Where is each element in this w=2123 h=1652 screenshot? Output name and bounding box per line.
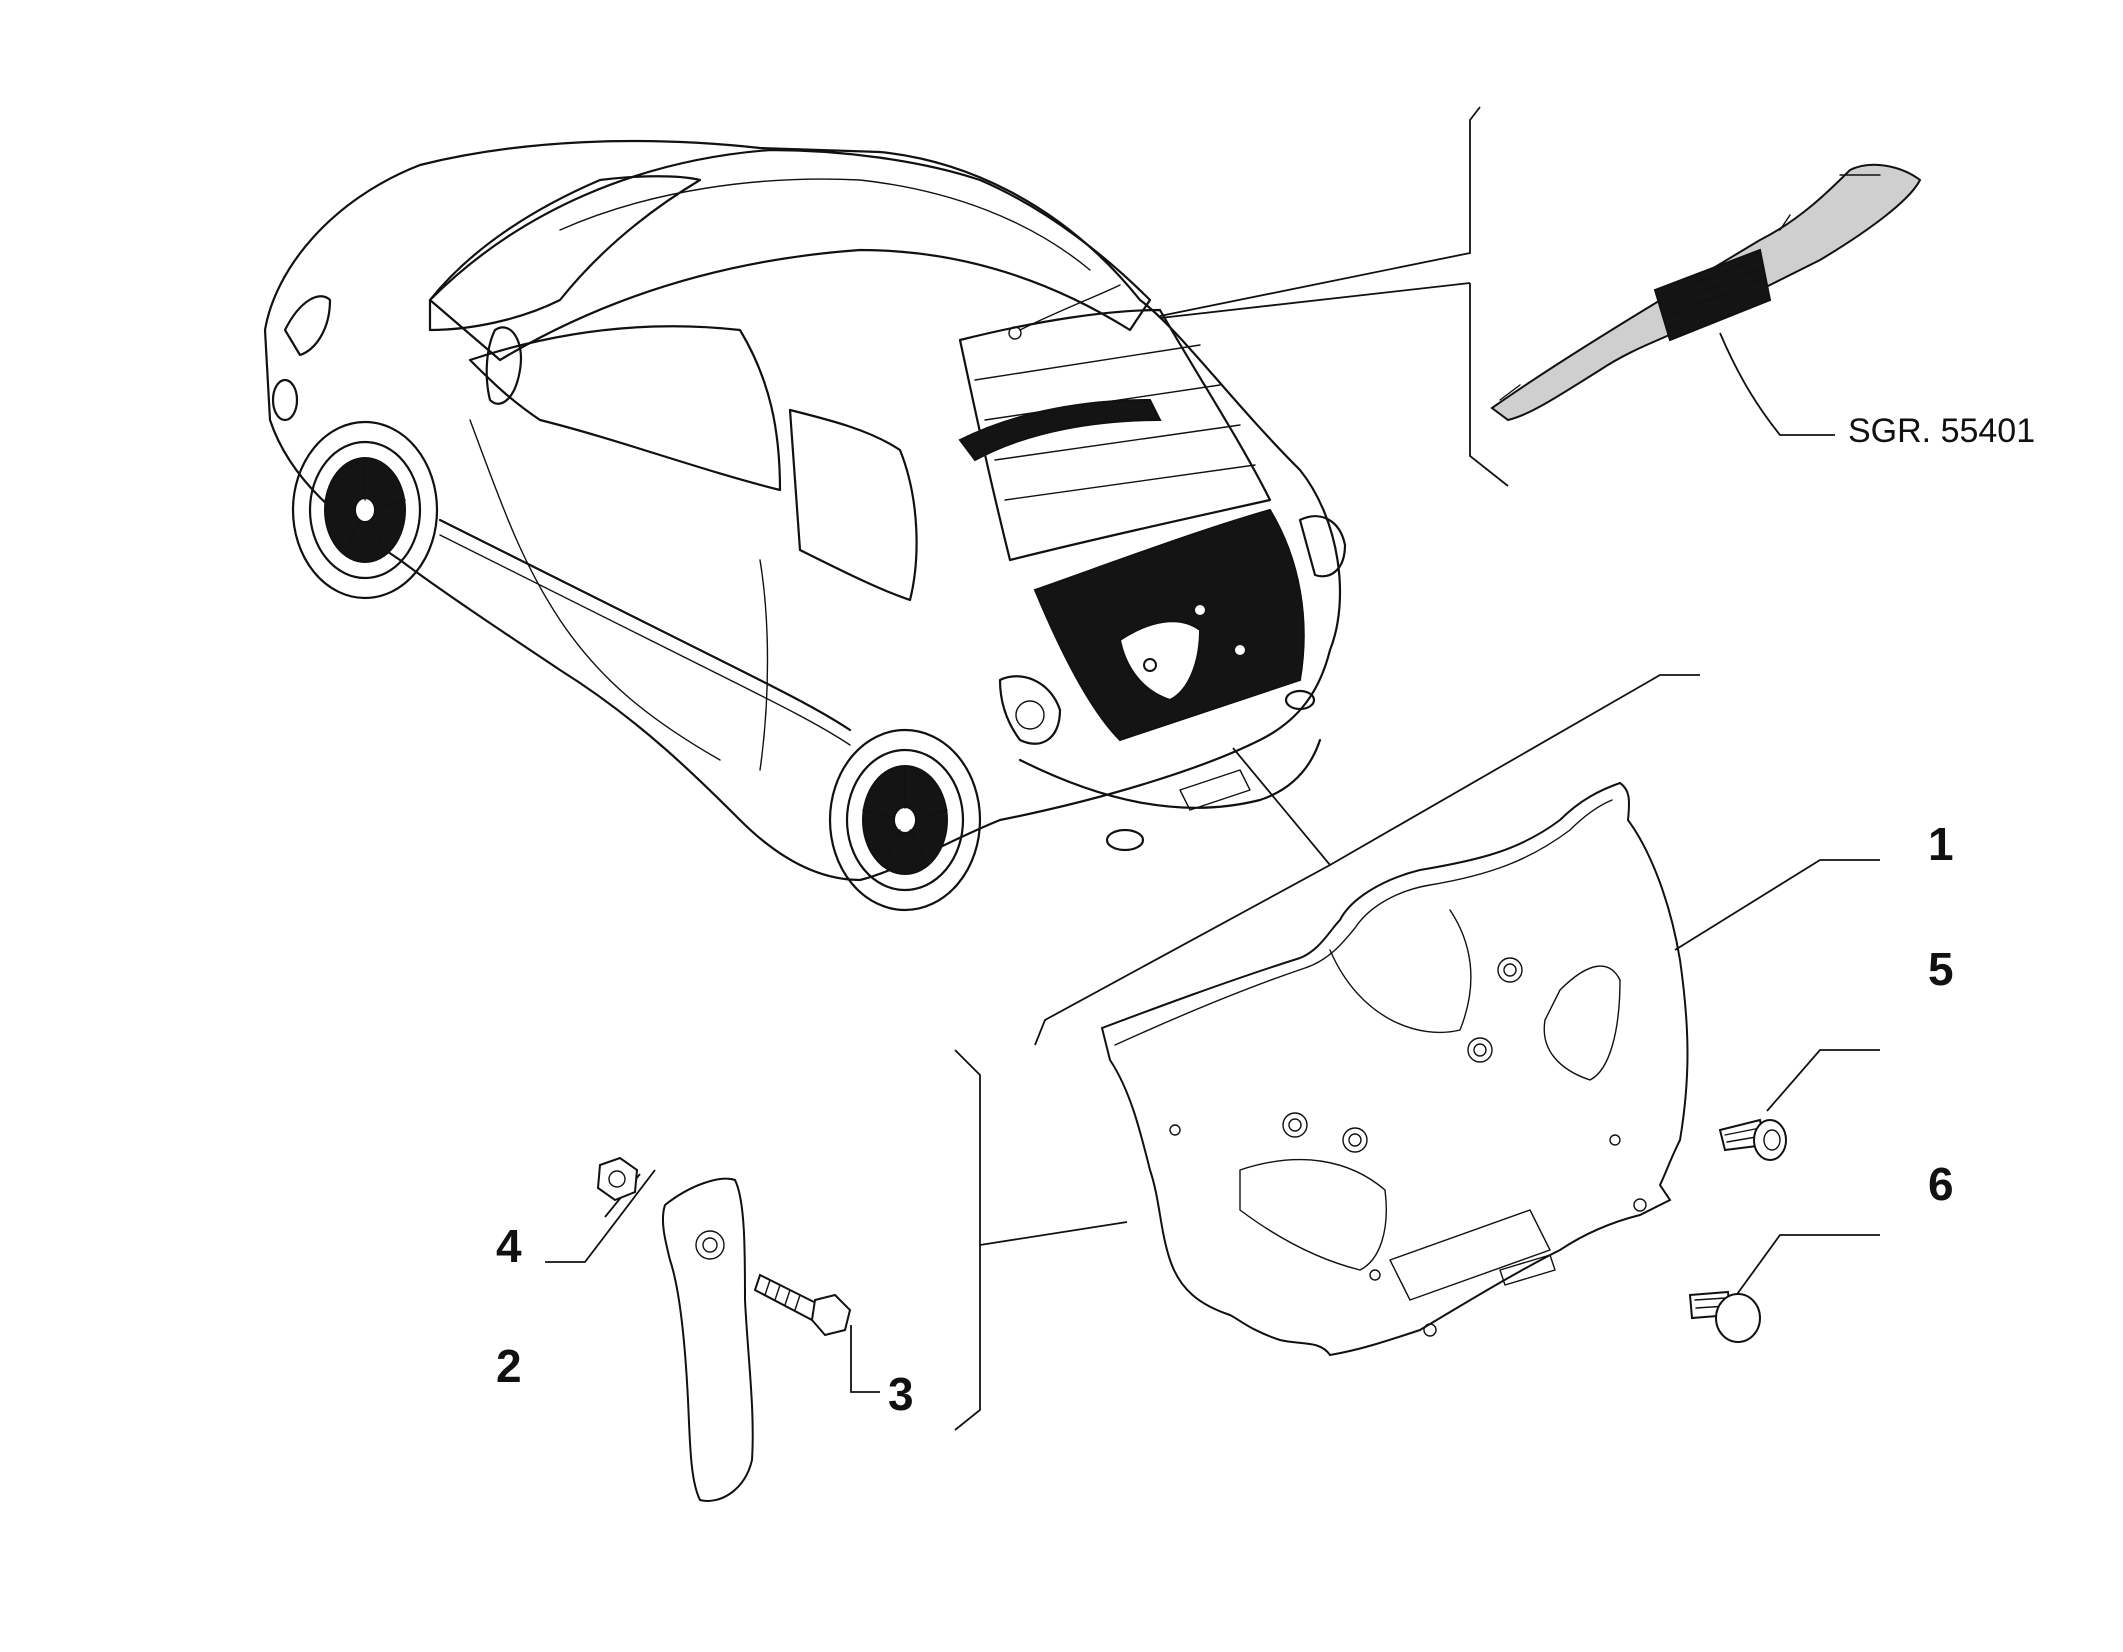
leader-line-car-to-trim <box>1232 674 1700 867</box>
bolt-part-3 <box>753 1273 852 1337</box>
nut-part-4 <box>596 1156 639 1202</box>
callout-5: 5 <box>1928 943 1954 995</box>
leader-line-3 <box>850 1325 880 1393</box>
clip-part-5 <box>1718 1118 1787 1161</box>
rear-wheel <box>828 728 982 912</box>
callout-6: 6 <box>1928 1158 1954 1210</box>
clip-part-6 <box>1688 1290 1761 1343</box>
leader-line-2 <box>545 1169 656 1263</box>
inset-stop-light: SGR. 55401 <box>1159 106 2035 487</box>
callout-4: 4 <box>496 1220 522 1272</box>
plate-part-2 <box>661 1177 754 1502</box>
callout-2: 2 <box>496 1340 522 1392</box>
front-wheel <box>291 420 439 600</box>
callout-1: 1 <box>1928 818 1954 870</box>
bracket-fasteners <box>954 1049 1128 1247</box>
tailgate-trim-panel <box>1100 781 1689 1357</box>
leader-line-6 <box>1734 1234 1880 1298</box>
reference-label: SGR. 55401 <box>1848 412 2035 450</box>
car-illustration <box>263 139 1347 912</box>
leader-line-1 <box>1674 859 1880 951</box>
callout-3: 3 <box>888 1368 914 1420</box>
leader-line-5 <box>1766 1049 1880 1112</box>
